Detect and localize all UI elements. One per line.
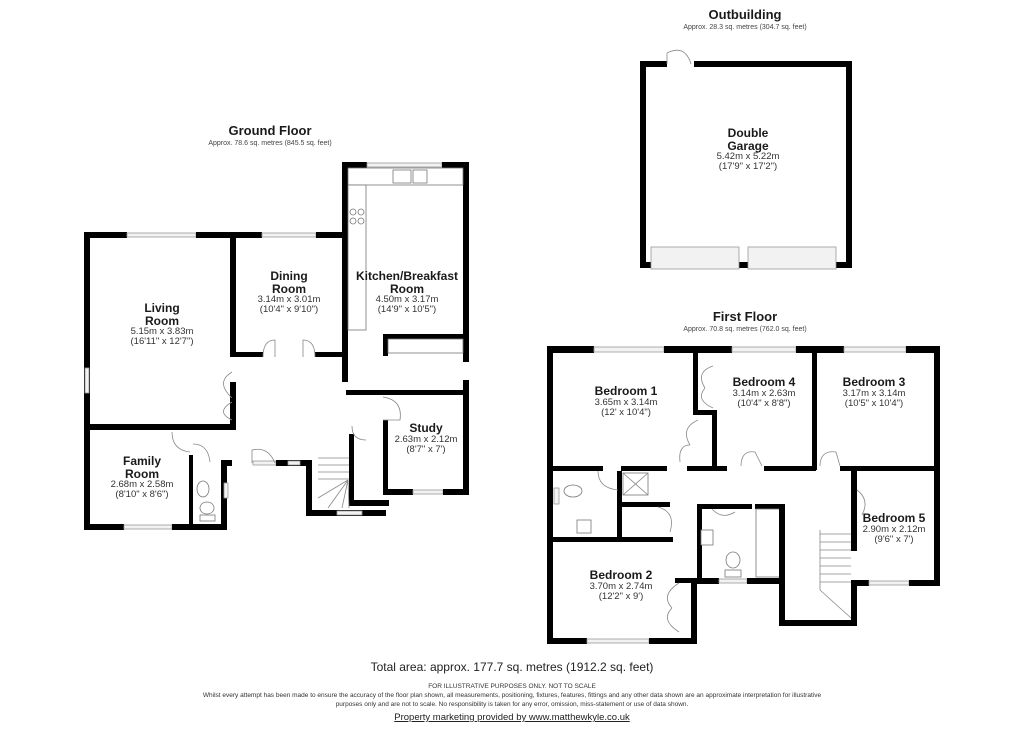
room-label-double-garage: Double Garage 5.42m x 5.22m (17'9" x 17'… (717, 127, 780, 172)
room-metric: 4.50m x 3.17m (375, 294, 439, 306)
room-imperial: (8'7" x 7') (406, 443, 446, 455)
room-metric: 3.65m x 3.14m (594, 396, 658, 408)
room-name: Bedroom 2 (589, 568, 653, 582)
ground-floor-area: Approx. 78.6 sq. metres (845.5 sq. feet) (208, 140, 332, 147)
ground-floor-title-block: Ground Floor Approx. 78.6 sq. metres (84… (208, 123, 331, 147)
room-name: Double (727, 126, 769, 140)
room-metric: 3.14m x 2.63m (732, 387, 796, 399)
room-label-bedroom-5: Bedroom 5 2.90m x 2.12m (9'6" x 7') (863, 512, 926, 545)
outbuilding-title: Outbuilding (708, 7, 782, 22)
marketing-credit-link[interactable]: Property marketing provided by www.matth… (394, 712, 630, 723)
first-floor-plan (547, 346, 940, 644)
room-metric: 2.68m x 2.58m (110, 479, 174, 491)
ground-floor-plan (84, 162, 469, 530)
garage-door-left (650, 246, 740, 270)
room-imperial: (10'5" x 10'4") (844, 397, 904, 409)
room-metric: 5.15m x 3.83m (130, 326, 194, 338)
room-imperial: (10'4" x 8'8") (737, 397, 791, 409)
room-label-kitchen-breakfast-room: Kitchen/Breakfast Room 4.50m x 3.17m (14… (356, 270, 458, 315)
outbuilding-plan (640, 49, 852, 270)
room-name: Room (125, 466, 159, 481)
room-imperial: (10'4" x 9'10") (259, 304, 319, 316)
room-imperial: (17'9" x 17'2") (718, 161, 778, 173)
room-label-study: Study 2.63m x 2.12m (8'7" x 7') (395, 422, 458, 455)
room-imperial: (12' x 10'4") (601, 406, 651, 418)
room-label-bedroom-1: Bedroom 1 3.65m x 3.14m (12' x 10'4") (595, 385, 658, 418)
outbuilding-area: Approx. 28.3 sq. metres (304.7 sq. feet) (683, 24, 807, 31)
room-name: Dining (270, 269, 308, 283)
first-floor-title: First Floor (712, 309, 778, 324)
room-metric: 3.14m x 3.01m (257, 294, 321, 306)
room-name: Bedroom 1 (594, 384, 658, 398)
room-label-dining-room: Dining Room 3.14m x 3.01m (10'4" x 9'10"… (258, 270, 321, 315)
not-to-scale-notice: FOR ILLUSTRATIVE PURPOSES ONLY. NOT TO S… (428, 683, 596, 690)
room-metric: 3.70m x 2.74m (589, 580, 653, 592)
garage-door-right (747, 246, 837, 270)
room-metric: 5.42m x 5.22m (716, 151, 780, 163)
first-floor-title-block: First Floor Approx. 70.8 sq. metres (762… (683, 309, 806, 333)
room-label-bedroom-4: Bedroom 4 3.14m x 2.63m (10'4" x 8'8") (733, 376, 796, 409)
room-name: Room (272, 281, 306, 296)
room-imperial: (9'6" x 7') (874, 533, 914, 545)
room-label-family-room: Family Room 2.68m x 2.58m (8'10" x 8'6") (111, 455, 174, 500)
room-name: Study (409, 421, 443, 435)
room-name: Garage (727, 138, 769, 153)
room-name: Living (144, 301, 180, 315)
room-name: Bedroom 5 (862, 511, 926, 525)
outbuilding-title-block: Outbuilding Approx. 28.3 sq. metres (304… (683, 7, 806, 31)
room-imperial: (8'10" x 8'6") (115, 489, 169, 501)
room-label-living-room: Living Room 5.15m x 3.83m (16'11" x 12'7… (130, 302, 193, 347)
disclaimer-text: Whilst every attempt has been made to en… (202, 692, 822, 708)
room-imperial: (16'11" x 12'7") (130, 336, 194, 348)
room-metric: 3.17m x 3.14m (842, 387, 906, 399)
room-name: Kitchen/Breakfast (355, 269, 459, 283)
room-name: Family (122, 454, 161, 468)
room-label-bedroom-3: Bedroom 3 3.17m x 3.14m (10'5" x 10'4") (843, 376, 906, 409)
room-imperial: (14'9" x 10'5") (377, 304, 437, 316)
room-name: Room (144, 313, 179, 328)
room-name: Room (389, 281, 424, 296)
room-name: Bedroom 4 (732, 375, 796, 389)
total-area: Total area: approx. 177.7 sq. metres (19… (370, 660, 654, 674)
room-metric: 2.90m x 2.12m (862, 523, 926, 535)
room-metric: 2.63m x 2.12m (394, 433, 458, 445)
room-label-bedroom-2: Bedroom 2 3.70m x 2.74m (12'2" x 9') (590, 569, 653, 602)
ground-floor-title: Ground Floor (228, 123, 312, 138)
room-imperial: (12'2" x 9') (598, 590, 644, 602)
first-floor-area: Approx. 70.8 sq. metres (762.0 sq. feet) (683, 326, 807, 333)
room-name: Bedroom 3 (842, 375, 906, 389)
